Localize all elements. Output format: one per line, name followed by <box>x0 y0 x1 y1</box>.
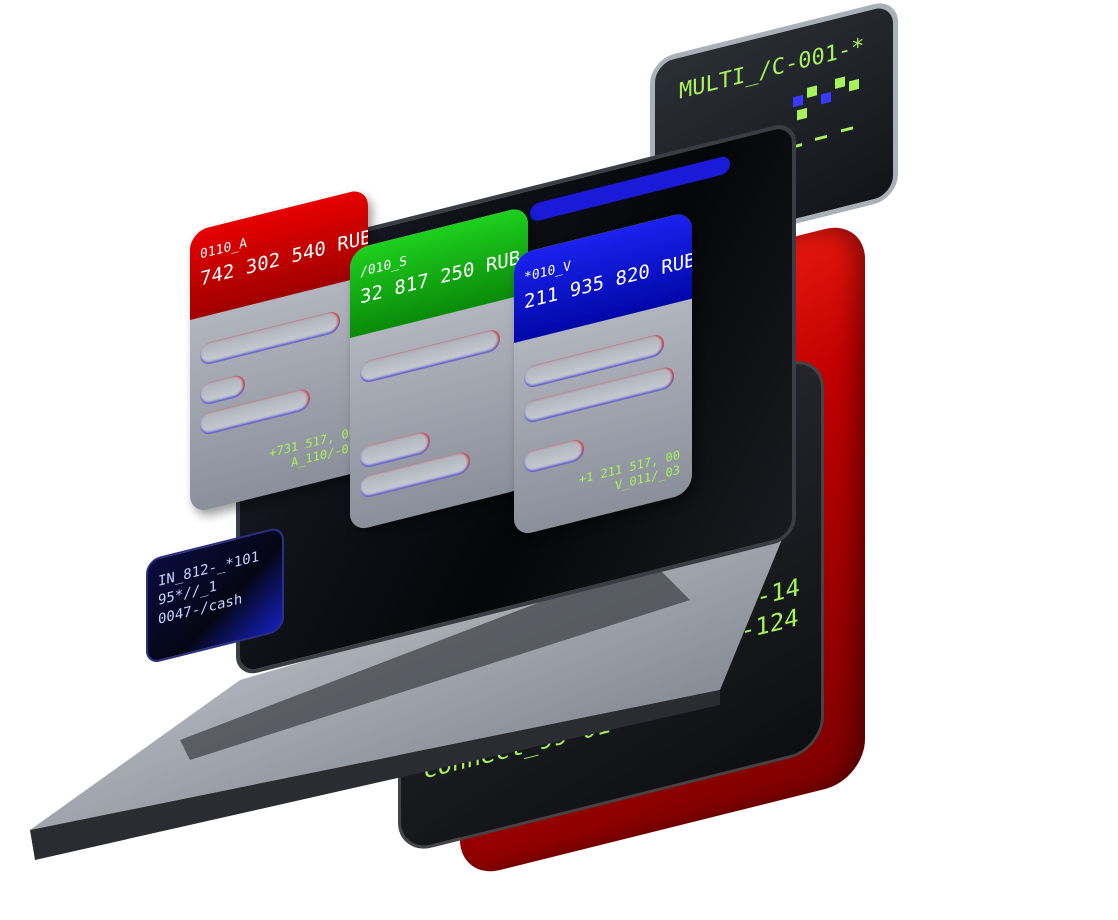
account-card-a[interactable]: 0110_A 742 302 540 RUB +731 517, 00 A_11… <box>190 187 368 514</box>
card-footer: +1 211 517, 00 V_011/_03 <box>579 448 680 503</box>
pixel-graphic <box>790 76 859 150</box>
card-footer: +731 517, 00 A_110/-01 <box>269 425 356 477</box>
account-card-v[interactable]: *010_V 211 935 820 RUB +1 211 517, 00 V_… <box>514 210 692 537</box>
multi-panel: MULTI_/C-001-* <box>650 0 898 260</box>
account-card-s[interactable]: /010_S 32 817 250 RUB <box>350 205 528 532</box>
